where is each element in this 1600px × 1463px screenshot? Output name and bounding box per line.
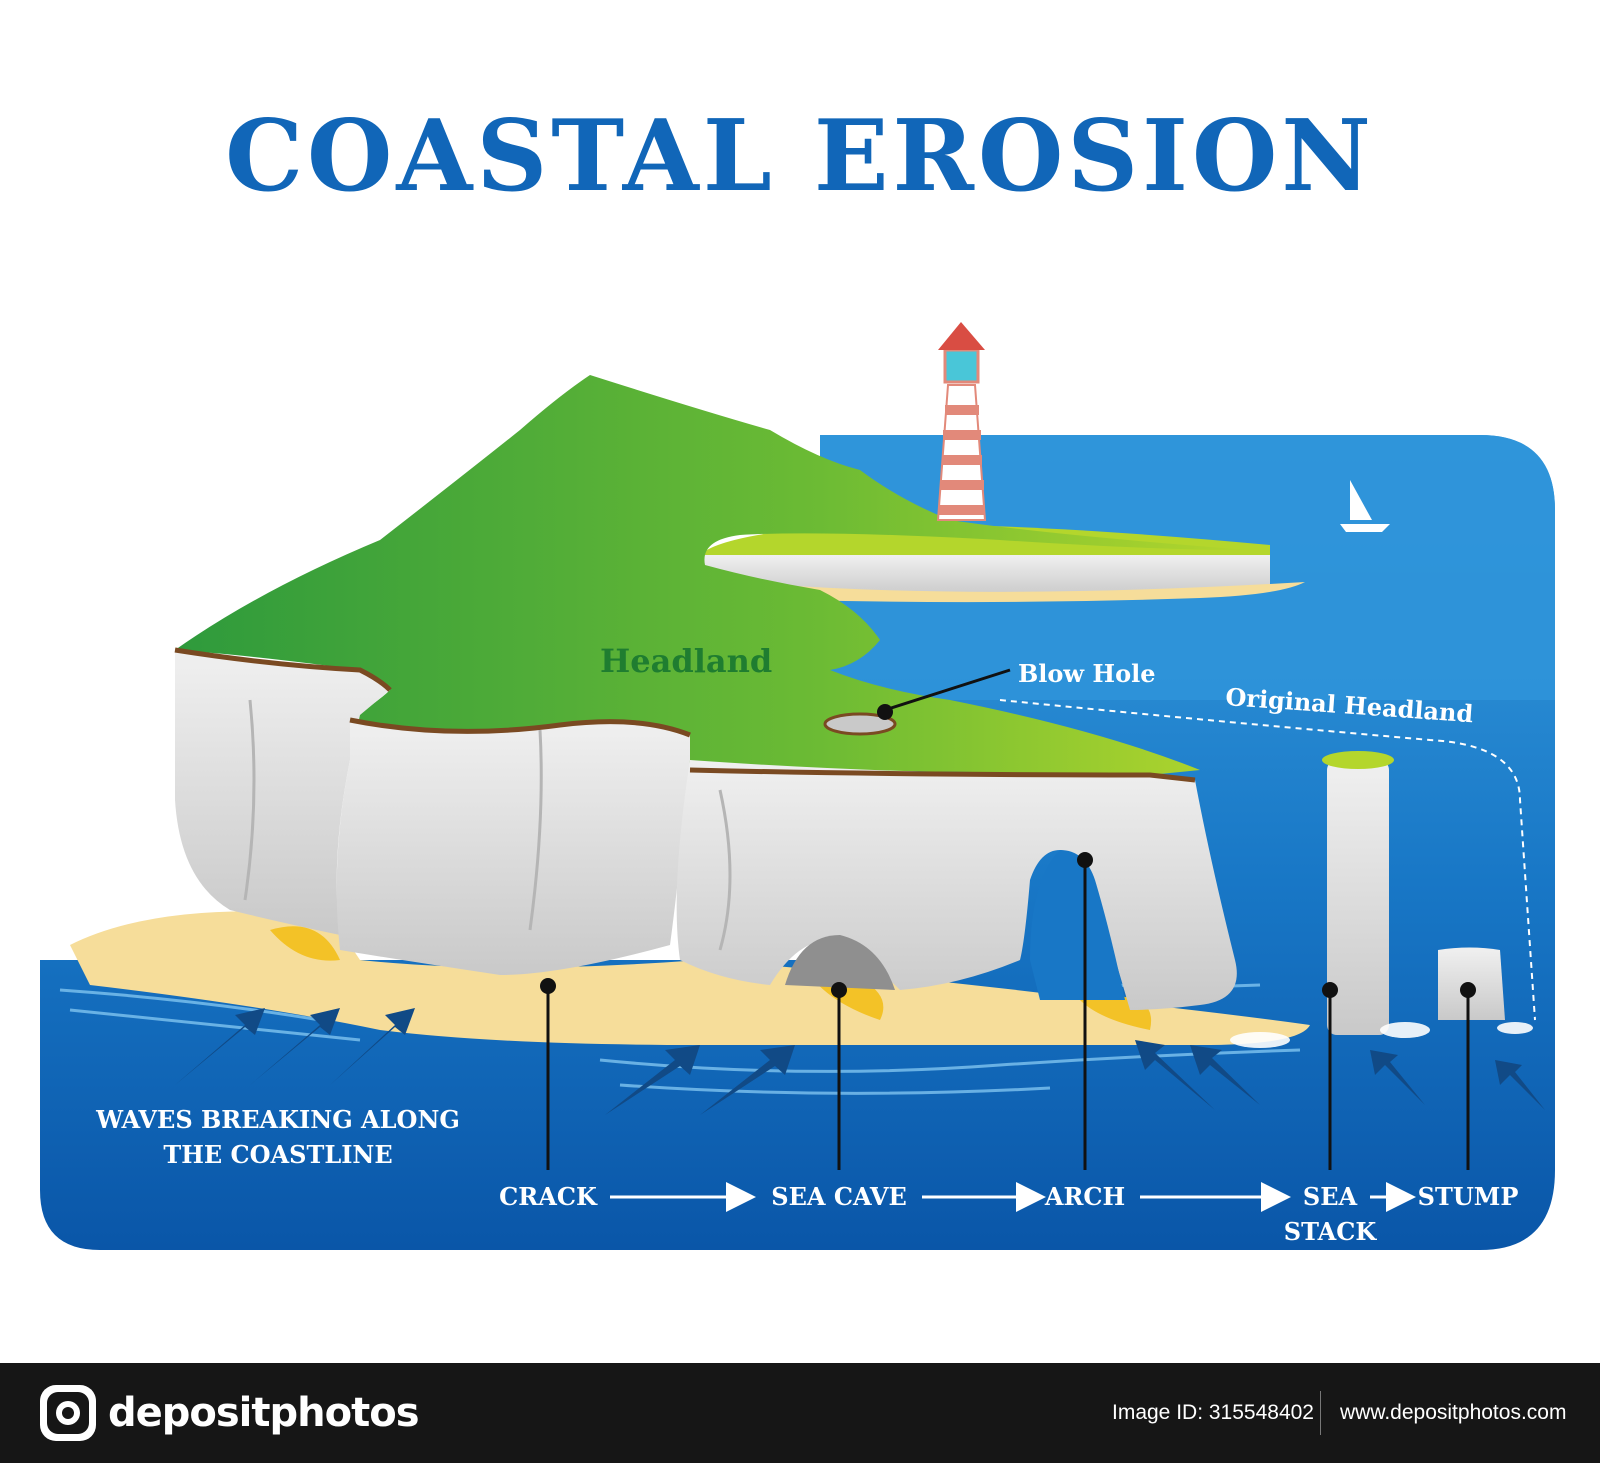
lighthouse-icon bbox=[936, 322, 987, 521]
diagram-title: COASTAL EROSION bbox=[225, 99, 1375, 214]
wave-foam bbox=[1230, 1022, 1533, 1048]
brand-name: depositphotos bbox=[108, 1390, 420, 1436]
sea-stack bbox=[1327, 760, 1389, 1035]
coastal-erosion-scene: Headland Blow Hole Original Headland WAV… bbox=[40, 322, 1555, 1250]
sand-beach bbox=[70, 911, 1310, 1045]
arch-label: ARCH bbox=[1044, 1182, 1125, 1211]
sea-stack-top bbox=[1322, 751, 1394, 769]
arch-cliff bbox=[676, 760, 1237, 1010]
stump-label: STUMP bbox=[1418, 1182, 1519, 1211]
arch-opening bbox=[1030, 850, 1125, 1000]
original-headland-outline bbox=[999, 699, 1536, 1021]
sea-stack-label-line1: SEA bbox=[1303, 1182, 1358, 1211]
waves-label-line1: WAVES BREAKING ALONG bbox=[95, 1105, 460, 1134]
distant-peninsula-beach bbox=[780, 582, 1305, 603]
sea-cave-label: SEA CAVE bbox=[771, 1182, 907, 1211]
headland-grass bbox=[175, 375, 1250, 775]
site-url-link[interactable]: www.depositphotos.com bbox=[1340, 1401, 1567, 1424]
sailboat-icon bbox=[1340, 480, 1390, 532]
dirt-edges bbox=[174, 647, 1196, 783]
footer-divider bbox=[1320, 1391, 1321, 1435]
headland-label: Headland bbox=[600, 642, 772, 680]
blow-hole bbox=[823, 712, 897, 736]
depositphotos-logo-icon bbox=[40, 1385, 96, 1441]
wave-arrows bbox=[175, 1008, 1545, 1115]
blow-hole-label: Blow Hole bbox=[1018, 659, 1156, 688]
footer-bar: depositphotos Image ID: 315548402 www.de… bbox=[0, 1363, 1600, 1463]
waves-label-line2: THE COASTLINE bbox=[163, 1140, 392, 1169]
pointer-dots bbox=[540, 704, 1476, 998]
distant-peninsula-cliff bbox=[697, 555, 1270, 597]
brand-logo[interactable]: depositphotos bbox=[40, 1385, 420, 1441]
crack-lines bbox=[243, 699, 732, 951]
pointer-lines bbox=[546, 668, 1470, 1170]
crack-label: CRACK bbox=[499, 1182, 598, 1211]
sea-stack-label-line2: STACK bbox=[1284, 1217, 1378, 1246]
sea-cave-opening bbox=[785, 935, 895, 990]
middle-cliff bbox=[336, 720, 690, 975]
image-id-text: Image ID: 315548402 bbox=[1112, 1401, 1314, 1424]
left-cliff bbox=[175, 650, 390, 935]
